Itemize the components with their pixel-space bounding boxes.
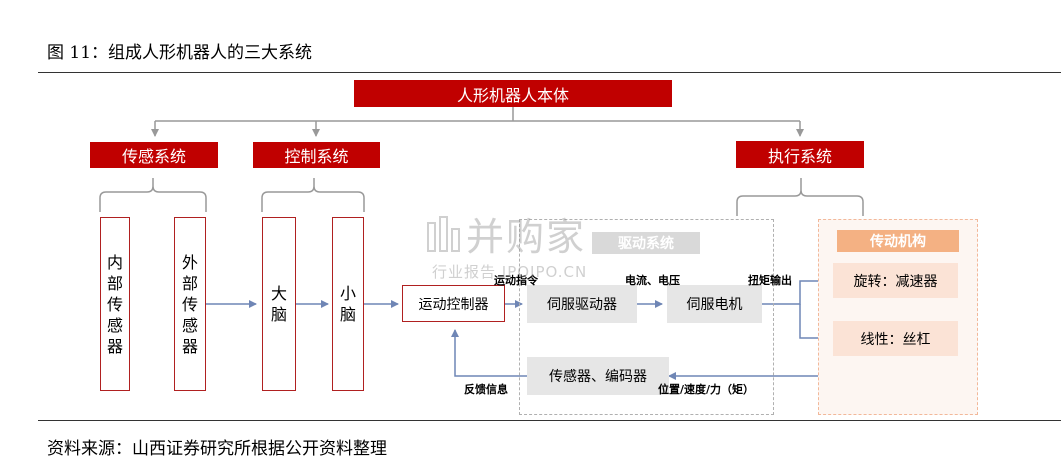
braces — [99, 178, 864, 216]
label-current-voltage: 电流、电压 — [625, 274, 680, 287]
figure-title: 图 11：组成人形机器人的三大系统 — [47, 43, 313, 63]
cerebrum-node: 大脑 — [262, 217, 296, 391]
drive-system-panel — [519, 219, 774, 415]
top-rule — [38, 72, 1061, 73]
sensor-encoder-node: 传感器、编码器 — [527, 357, 669, 395]
bottom-rule — [38, 420, 1061, 421]
drive-panel-title: 驱动系统 — [592, 232, 700, 254]
internal-sensor-node: 内部传感器 — [100, 217, 130, 391]
label-feedback: 反馈信息 — [464, 383, 508, 396]
servo-motor-node: 伺服电机 — [667, 285, 762, 323]
label-torque-output: 扭矩输出 — [748, 274, 792, 287]
root-node: 人形机器人本体 — [354, 80, 672, 107]
watermark-main-text: 并购家 — [466, 215, 587, 259]
servo-driver-node: 伺服驱动器 — [527, 285, 637, 323]
rotary-reducer-node: 旋转：减速器 — [833, 263, 958, 298]
sensing-system-node: 传感系统 — [90, 142, 218, 168]
control-system-node: 控制系统 — [253, 142, 380, 168]
watermark-sub-text: 行业报告 IPOIPO.CN — [432, 263, 588, 281]
execution-system-node: 执行系统 — [736, 141, 864, 168]
watermark-logo-icon — [427, 215, 460, 252]
figure-source: 资料来源：山西证券研究所根据公开资料整理 — [47, 439, 387, 459]
linear-screw-node: 线性：丝杠 — [833, 321, 958, 356]
cerebellum-node: 小脑 — [332, 217, 364, 391]
watermark: 并购家 行业报告 IPOIPO.CN — [426, 206, 587, 282]
hierarchy-tree — [151, 107, 804, 137]
motion-controller-node: 运动控制器 — [402, 285, 505, 322]
label-motion-command: 运动指令 — [494, 274, 538, 287]
transmission-panel-title: 传动机构 — [837, 230, 959, 252]
external-sensor-node: 外部传感器 — [174, 217, 206, 391]
label-position-speed-force: 位置/速度/力（矩） — [658, 383, 755, 396]
